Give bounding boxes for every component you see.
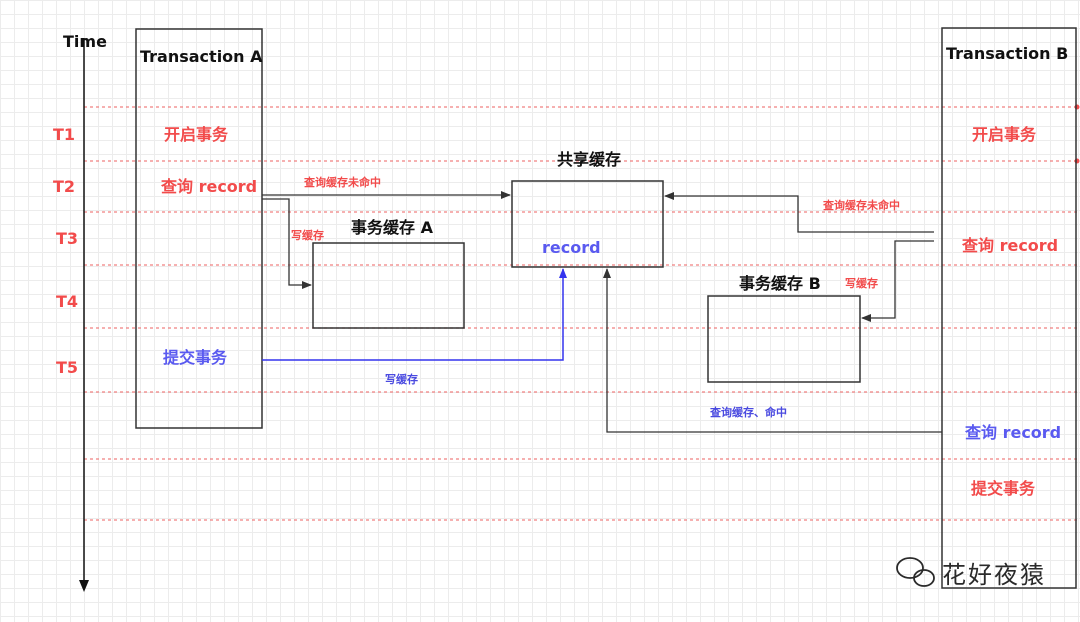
watermark-text: 花好夜猿 <box>942 561 1046 589</box>
arrow-a-write-cache <box>262 198 312 289</box>
transaction-b-query-2: 查询 record <box>965 423 1062 442</box>
time-axis-label: Time <box>63 32 107 51</box>
transaction-b-commit: 提交事务 <box>971 479 1036 498</box>
time-axis-arrowhead <box>79 580 89 592</box>
arrow-b-query-miss <box>664 192 934 233</box>
arrow-b-write-cache <box>861 240 934 322</box>
transaction-b-column <box>941 27 1077 589</box>
cache-a-box <box>312 242 465 329</box>
transaction-a-commit: 提交事务 <box>163 348 228 367</box>
transaction-a-title: Transaction A <box>140 47 263 66</box>
transaction-a-begin: 开启事务 <box>164 125 229 144</box>
label-a-query-miss: 查询缓存未命中 <box>304 176 381 189</box>
label-b-query-hit: 查询缓存、命中 <box>710 406 787 419</box>
shared-cache-box <box>511 180 664 268</box>
transaction-a-query: 查询 record <box>161 177 258 196</box>
label-commit-write: 写缓存 <box>385 373 418 386</box>
transaction-b-title: Transaction B <box>946 44 1069 63</box>
label-b-query-miss: 查询缓存未命中 <box>823 199 900 212</box>
wechat-icon <box>896 557 935 587</box>
cache-a-title: 事务缓存 A <box>351 218 433 237</box>
tick-label-t4: T4 <box>56 292 79 311</box>
time-separators <box>84 106 1078 521</box>
cache-b-title: 事务缓存 B <box>739 274 821 293</box>
transaction-b-query-1: 查询 record <box>962 236 1059 255</box>
transaction-b-begin: 开启事务 <box>972 125 1037 144</box>
tick-label-t3: T3 <box>56 229 79 248</box>
label-b-write-cache: 写缓存 <box>845 277 878 290</box>
label-a-write-cache: 写缓存 <box>291 229 324 242</box>
transaction-a-column <box>135 28 263 429</box>
tick-label-t5: T5 <box>56 358 79 377</box>
arrow-a-commit-write <box>262 268 567 361</box>
shared-cache-title: 共享缓存 <box>557 150 622 169</box>
arrow-b-query-hit <box>603 268 942 433</box>
shared-cache-record: record <box>542 238 601 257</box>
tick-label-t2: T2 <box>53 177 76 196</box>
cache-b-box <box>707 295 861 383</box>
tick-label-t1: T1 <box>53 125 76 144</box>
